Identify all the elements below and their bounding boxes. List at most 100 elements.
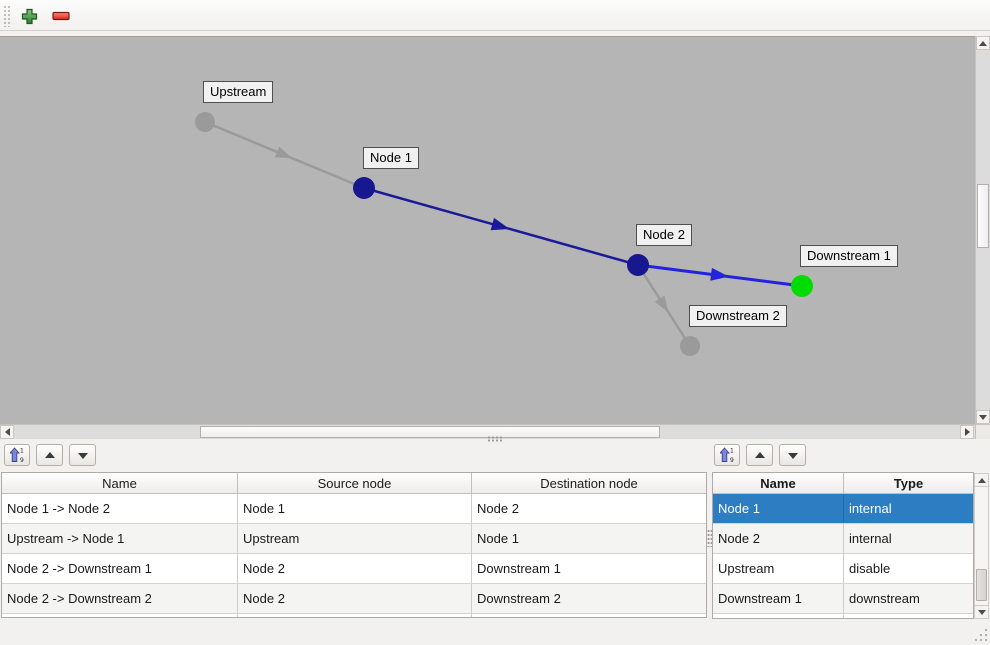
svg-text:1: 1 (730, 448, 734, 455)
scroll-up-button[interactable] (975, 474, 988, 487)
sort-ascending-icon: 1 9 (10, 447, 24, 463)
edge-arrow-icon (710, 267, 729, 281)
plus-icon (21, 8, 37, 24)
table-cell[interactable]: Node 2 (238, 584, 472, 613)
table-row[interactable]: Node 1 internal (713, 494, 973, 524)
horizontal-splitter-handle[interactable] (487, 436, 503, 442)
node-label[interactable]: Upstream (203, 81, 274, 103)
table-filler-cell (238, 614, 472, 617)
vertical-scroll-thumb[interactable] (977, 184, 989, 248)
column-header-name[interactable]: Name (713, 473, 844, 493)
edge-arrow-icon (274, 146, 292, 159)
toolbar-drag-handle[interactable] (3, 5, 12, 27)
edges-move-up-button[interactable] (36, 444, 63, 466)
column-header-source-node[interactable]: Source node (238, 473, 472, 493)
table-cell[interactable]: Node 1 (477, 531, 519, 546)
column-header-name[interactable]: Name (2, 473, 238, 493)
graph-node[interactable] (627, 254, 649, 276)
svg-text:9: 9 (730, 457, 734, 463)
table-cell[interactable]: Node 1 -> Node 2 (2, 494, 238, 523)
arrow-right-icon (964, 428, 970, 436)
svg-text:9: 9 (20, 457, 24, 463)
triangle-up-icon (44, 447, 55, 458)
table-cell[interactable]: Downstream 2 (477, 591, 561, 606)
svg-text:1: 1 (20, 448, 24, 455)
table-filler-cell (2, 614, 238, 617)
table-cell[interactable]: Upstream (238, 524, 472, 553)
main-toolbar (0, 0, 990, 31)
scroll-up-button[interactable] (976, 36, 990, 50)
nodes-table-header: Name Type (713, 473, 973, 494)
remove-button[interactable] (49, 4, 73, 28)
triangle-down-icon (787, 452, 798, 464)
table-cell[interactable]: Node 1 (713, 494, 844, 523)
edges-table-header: Name Source node Destination node (2, 473, 706, 494)
node-label[interactable]: Node 2 (636, 224, 692, 246)
canvas-horizontal-scrollbar[interactable] (0, 424, 975, 439)
table-cell[interactable]: Node 2 (477, 501, 519, 516)
table-cell[interactable]: internal (849, 501, 892, 516)
window-resize-grip[interactable] (974, 628, 988, 642)
horizontal-scroll-thumb[interactable] (200, 426, 660, 438)
minus-icon (52, 11, 70, 21)
scroll-down-button[interactable] (976, 410, 990, 424)
column-header-type[interactable]: Type (893, 475, 924, 491)
graph-node[interactable] (791, 275, 813, 297)
sort-ascending-icon: 1 9 (720, 447, 734, 463)
scroll-down-button[interactable] (975, 605, 988, 618)
table-filler-row (2, 614, 706, 617)
table-cell[interactable]: internal (849, 531, 892, 546)
node-label[interactable]: Node 1 (363, 147, 419, 169)
table-cell[interactable]: downstream (849, 591, 920, 606)
arrow-down-icon (979, 414, 987, 420)
table-filler-row (713, 614, 973, 618)
node-label[interactable]: Downstream 2 (689, 305, 787, 327)
table-row[interactable]: Node 2 internal (713, 524, 973, 554)
edges-move-down-button[interactable] (69, 444, 96, 466)
edge-arrow-icon (654, 295, 669, 313)
table-row[interactable]: Downstream 1 downstream (713, 584, 973, 614)
table-cell[interactable]: Upstream (713, 554, 844, 583)
triangle-down-icon (77, 452, 88, 464)
add-button[interactable] (17, 4, 41, 28)
vertical-splitter-handle[interactable] (707, 529, 713, 547)
nodes-move-up-button[interactable] (746, 444, 773, 466)
scroll-left-button[interactable] (0, 425, 14, 439)
node-label[interactable]: Downstream 1 (800, 245, 898, 267)
canvas-vertical-scrollbar[interactable] (975, 36, 990, 424)
graph-node[interactable] (353, 177, 375, 199)
graph-node[interactable] (680, 336, 700, 356)
nodes-scroll-thumb[interactable] (976, 569, 987, 601)
table-cell[interactable]: Node 2 -> Downstream 2 (2, 584, 238, 613)
scroll-right-button[interactable] (960, 425, 974, 439)
table-cell[interactable]: Node 2 (713, 524, 844, 553)
table-cell[interactable]: Node 1 (238, 494, 472, 523)
table-row[interactable]: Upstream disable (713, 554, 973, 584)
nodes-table-scrollbar[interactable] (974, 473, 989, 619)
edges-sort-button[interactable]: 1 9 (4, 444, 30, 466)
arrow-up-icon (977, 477, 986, 483)
nodes-move-down-button[interactable] (779, 444, 806, 466)
edge-arrow-icon (490, 217, 510, 231)
edges-table: Name Source node Destination node Node 1… (1, 472, 707, 618)
scrollbar-corner (975, 424, 990, 439)
nodes-sort-button[interactable]: 1 9 (714, 444, 740, 466)
table-cell[interactable]: Downstream 1 (477, 561, 561, 576)
table-cell[interactable]: Upstream -> Node 1 (2, 524, 238, 553)
table-cell[interactable]: Downstream 1 (713, 584, 844, 613)
column-header-destination-node[interactable]: Destination node (540, 475, 638, 491)
table-filler-cell (713, 614, 844, 618)
graph-node[interactable] (195, 112, 215, 132)
table-cell[interactable]: Node 2 -> Downstream 1 (2, 554, 238, 583)
table-cell[interactable]: Node 2 (238, 554, 472, 583)
arrow-down-icon (977, 609, 986, 615)
table-cell[interactable]: disable (849, 561, 891, 576)
